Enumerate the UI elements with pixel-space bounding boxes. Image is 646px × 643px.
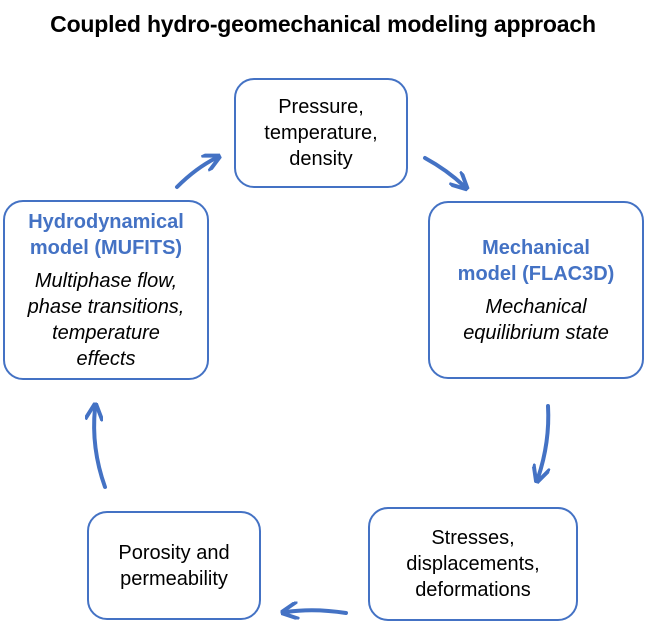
hydrodynamical-model-box: Hydrodynamical model (MUFITS) Multiphase… (3, 200, 209, 380)
box-line: Stresses, (431, 527, 515, 549)
box-desc-line: equilibrium state (463, 321, 609, 344)
box-desc-line: Multiphase flow, (34, 269, 178, 292)
arrow-left-to-top (175, 158, 216, 189)
box-line: Porosity and (118, 541, 230, 564)
box-heading-line: Hydrodynamical (28, 210, 184, 233)
mechanical-model-box: Mechanical model (FLAC3D) Mechanical equ… (428, 201, 644, 379)
arrow-right-to-bottom-right (538, 404, 548, 478)
box-text: Stresses, displacements, deformations (406, 525, 539, 603)
box-text: Porosity and permeability (118, 540, 229, 592)
arrow-bottom-right-to-bottom-left (286, 610, 348, 613)
box-line: density (289, 148, 353, 170)
box-description: Multiphase flow, phase transitions, temp… (28, 268, 185, 372)
box-heading: Hydrodynamical model (MUFITS) (28, 209, 184, 261)
box-description: Mechanical equilibrium state (463, 294, 609, 346)
box-line: temperature, (264, 122, 378, 144)
box-desc-line: temperature (52, 321, 160, 344)
pressure-temperature-density-box: Pressure, temperature, density (234, 78, 408, 188)
arrow-bottom-left-to-left (94, 408, 107, 489)
porosity-permeability-box: Porosity and permeability (87, 511, 261, 620)
box-line: Pressure, (278, 96, 364, 118)
box-heading-line: Mechanical (482, 236, 590, 259)
box-desc-line: phase transitions, (27, 295, 185, 318)
stresses-displacements-box: Stresses, displacements, deformations (368, 507, 578, 621)
arrow-top-to-right (423, 156, 464, 186)
box-line: permeability (120, 567, 228, 590)
box-desc-line: effects (76, 347, 136, 370)
box-heading-line: model (FLAC3D) (457, 262, 615, 285)
diagram-title: Coupled hydro-geomechanical modeling app… (50, 11, 596, 37)
box-line: deformations (415, 579, 531, 601)
box-heading: Mechanical model (FLAC3D) (458, 235, 615, 287)
box-line: displacements, (406, 553, 540, 575)
box-heading-line: model (MUFITS) (29, 236, 183, 259)
box-text: Pressure, temperature, density (264, 94, 377, 172)
box-desc-line: Mechanical (485, 295, 587, 318)
